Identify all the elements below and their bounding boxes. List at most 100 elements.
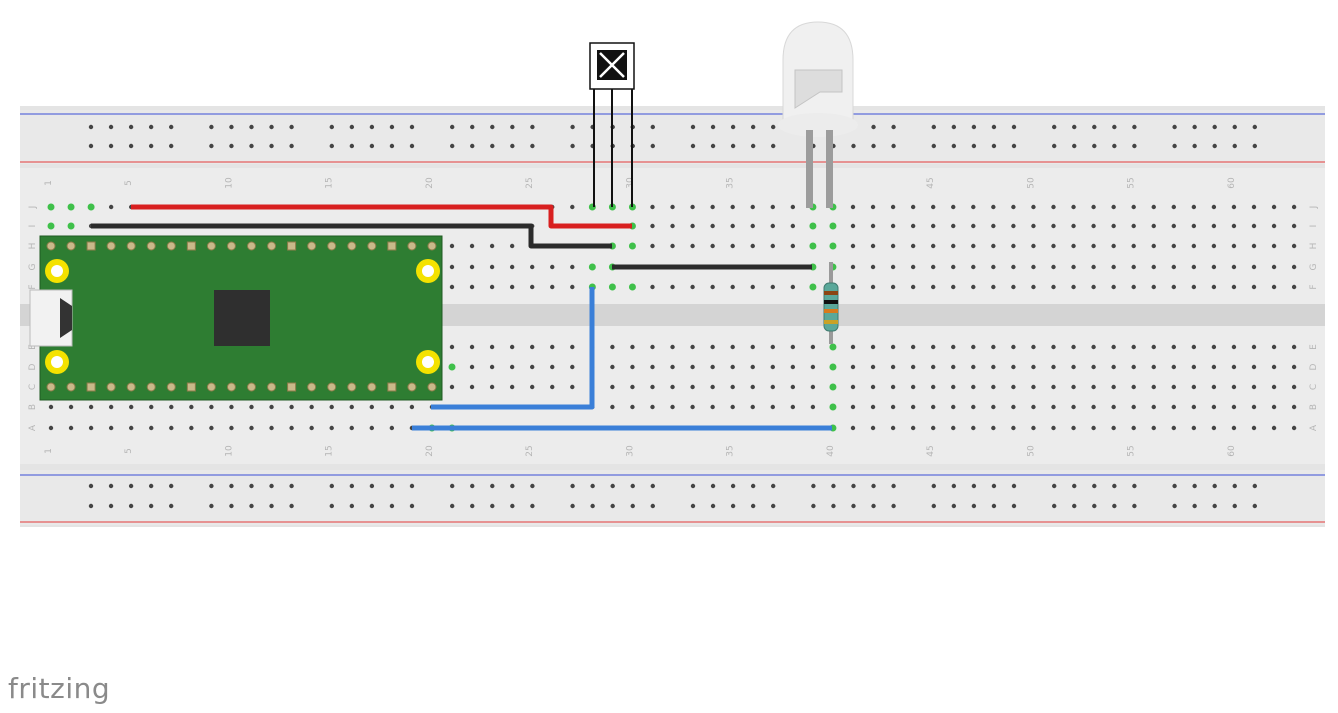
breadboard-hole[interactable] [771,503,776,509]
breadboard-hole[interactable] [1051,284,1056,290]
breadboard-hole[interactable] [1131,344,1136,350]
breadboard-hole[interactable] [1011,124,1017,130]
breadboard-hole[interactable] [128,124,134,130]
breadboard-hole[interactable] [108,503,114,509]
breadboard-hole[interactable] [790,364,796,370]
breadboard-hole[interactable] [289,143,294,149]
breadboard-hole[interactable] [1011,284,1016,290]
breadboard-hole[interactable] [1192,143,1197,149]
breadboard-hole[interactable] [1111,425,1116,431]
breadboard-hole[interactable] [951,425,956,431]
breadboard-hole[interactable] [670,404,675,410]
breadboard-hole[interactable] [710,364,715,370]
breadboard-hole[interactable] [790,344,796,350]
breadboard-hole[interactable] [1271,425,1277,431]
breadboard-hole[interactable] [530,483,535,489]
breadboard-hole[interactable] [249,483,254,489]
breadboard-hole[interactable] [829,242,837,250]
breadboard-hole[interactable] [991,503,997,509]
breadboard-hole[interactable] [369,143,375,149]
breadboard-hole[interactable] [309,404,314,410]
breadboard-hole[interactable] [910,264,916,270]
breadboard-hole[interactable] [710,344,715,350]
breadboard-hole[interactable] [851,483,856,489]
breadboard-hole[interactable] [1291,264,1297,270]
breadboard-hole[interactable] [108,404,114,410]
breadboard-hole[interactable] [730,204,735,210]
breadboard-hole[interactable] [971,284,976,290]
breadboard-hole[interactable] [991,404,996,410]
breadboard-hole[interactable] [1211,344,1217,350]
breadboard-hole[interactable] [169,143,174,149]
breadboard-hole[interactable] [490,503,495,509]
breadboard-hole[interactable] [169,404,174,410]
breadboard-hole[interactable] [971,204,976,210]
breadboard-hole[interactable] [770,204,775,210]
breadboard-hole[interactable] [1151,425,1156,431]
breadboard-hole[interactable] [329,503,334,509]
breadboard-hole[interactable] [991,264,996,270]
breadboard-hole[interactable] [730,124,736,130]
breadboard-hole[interactable] [108,425,114,431]
breadboard-hole[interactable] [650,384,655,390]
breadboard-hole[interactable] [509,364,515,370]
breadboard-hole[interactable] [850,243,856,249]
breadboard-hole[interactable] [1051,264,1056,270]
breadboard-hole[interactable] [851,143,856,149]
breadboard-hole[interactable] [1232,124,1237,130]
breadboard-hole[interactable] [931,384,936,390]
breadboard-hole[interactable] [229,483,234,489]
breadboard-hole[interactable] [750,124,756,130]
breadboard-hole[interactable] [630,364,635,370]
breadboard-hole[interactable] [1251,223,1257,229]
breadboard-hole[interactable] [1192,483,1197,489]
breadboard-hole[interactable] [570,143,575,149]
breadboard-hole[interactable] [710,223,715,229]
breadboard-hole[interactable] [991,364,996,370]
breadboard-hole[interactable] [530,124,535,130]
breadboard-hole[interactable] [68,404,74,410]
breadboard-hole[interactable] [1132,143,1137,149]
breadboard-hole[interactable] [630,344,635,350]
breadboard-hole[interactable] [670,284,675,290]
breadboard-hole[interactable] [1172,143,1177,149]
breadboard-hole[interactable] [891,503,896,509]
breadboard-hole[interactable] [710,404,715,410]
breadboard-hole[interactable] [510,143,515,149]
breadboard-hole[interactable] [570,344,575,350]
breadboard-hole[interactable] [1091,364,1096,370]
breadboard-hole[interactable] [449,344,455,350]
breadboard-hole[interactable] [870,384,876,390]
breadboard-hole[interactable] [149,425,154,431]
breadboard-hole[interactable] [1112,483,1117,489]
breadboard-hole[interactable] [951,344,956,350]
breadboard-hole[interactable] [1111,384,1116,390]
breadboard-hole[interactable] [1031,404,1036,410]
breadboard-hole[interactable] [951,384,956,390]
breadboard-hole[interactable] [650,243,655,249]
breadboard-hole[interactable] [870,243,876,249]
breadboard-hole[interactable] [409,483,415,489]
breadboard-hole[interactable] [209,503,214,509]
breadboard-hole[interactable] [829,363,837,371]
breadboard-hole[interactable] [1151,223,1156,229]
breadboard-hole[interactable] [1171,344,1177,350]
breadboard-hole[interactable] [1071,344,1076,350]
breadboard-hole[interactable] [148,483,154,489]
breadboard-hole[interactable] [1092,483,1097,489]
breadboard-hole[interactable] [991,425,996,431]
breadboard-hole[interactable] [850,404,856,410]
breadboard-hole[interactable] [1052,503,1057,509]
breadboard-hole[interactable] [1251,364,1257,370]
red-wire[interactable] [131,204,632,229]
breadboard-hole[interactable] [770,223,775,229]
breadboard-hole[interactable] [750,384,755,390]
breadboard-hole[interactable] [1011,404,1016,410]
breadboard-hole[interactable] [670,364,675,370]
breadboard-hole[interactable] [1192,124,1197,130]
breadboard-hole[interactable] [810,404,816,410]
breadboard-hole[interactable] [931,264,936,270]
breadboard-hole[interactable] [1291,204,1297,210]
breadboard-hole[interactable] [48,404,54,410]
breadboard-hole[interactable] [530,364,535,370]
